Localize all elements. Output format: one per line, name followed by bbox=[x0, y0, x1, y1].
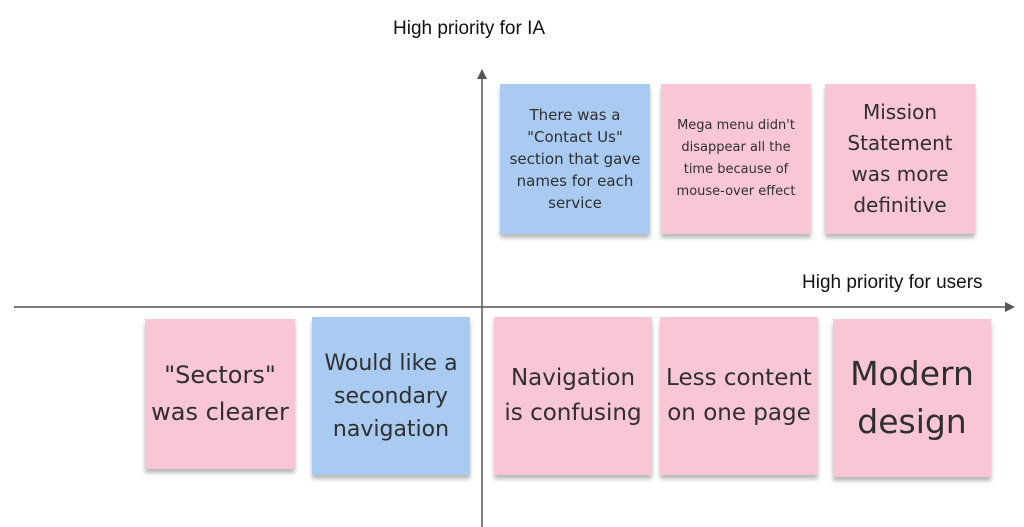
sticky-note-modern-design[interactable]: Modern design bbox=[833, 319, 991, 477]
sticky-note-text: Modern design bbox=[850, 354, 974, 441]
sticky-note-text: There was a "Contact Us" section that ga… bbox=[509, 106, 641, 212]
sticky-note-text: Navigation is confusing bbox=[504, 365, 642, 426]
sticky-note-contact-us[interactable]: There was a "Contact Us" section that ga… bbox=[500, 84, 650, 234]
y-axis-label: High priority for IA bbox=[393, 18, 546, 39]
sticky-note-text: Mega menu didn't disappear all the time … bbox=[676, 118, 796, 199]
sticky-note-text: Less content on one page bbox=[666, 365, 812, 426]
sticky-note-text: "Sectors" was clearer bbox=[151, 361, 289, 426]
sticky-note-mega-menu[interactable]: Mega menu didn't disappear all the time … bbox=[661, 84, 811, 234]
sticky-note-less-content[interactable]: Less content on one page bbox=[660, 317, 818, 475]
sticky-note-secondary-navigation[interactable]: Would like a secondary navigation bbox=[312, 317, 470, 475]
sticky-note-sectors[interactable]: "Sectors" was clearer bbox=[145, 319, 295, 469]
sticky-note-text: Would like a secondary navigation bbox=[324, 350, 458, 442]
x-axis-label: High priority for users bbox=[802, 272, 983, 293]
sticky-note-navigation-confusing[interactable]: Navigation is confusing bbox=[494, 317, 652, 475]
sticky-note-mission-statement[interactable]: Mission Statement was more definitive bbox=[825, 84, 975, 234]
sticky-note-text: Mission Statement was more definitive bbox=[847, 100, 953, 217]
